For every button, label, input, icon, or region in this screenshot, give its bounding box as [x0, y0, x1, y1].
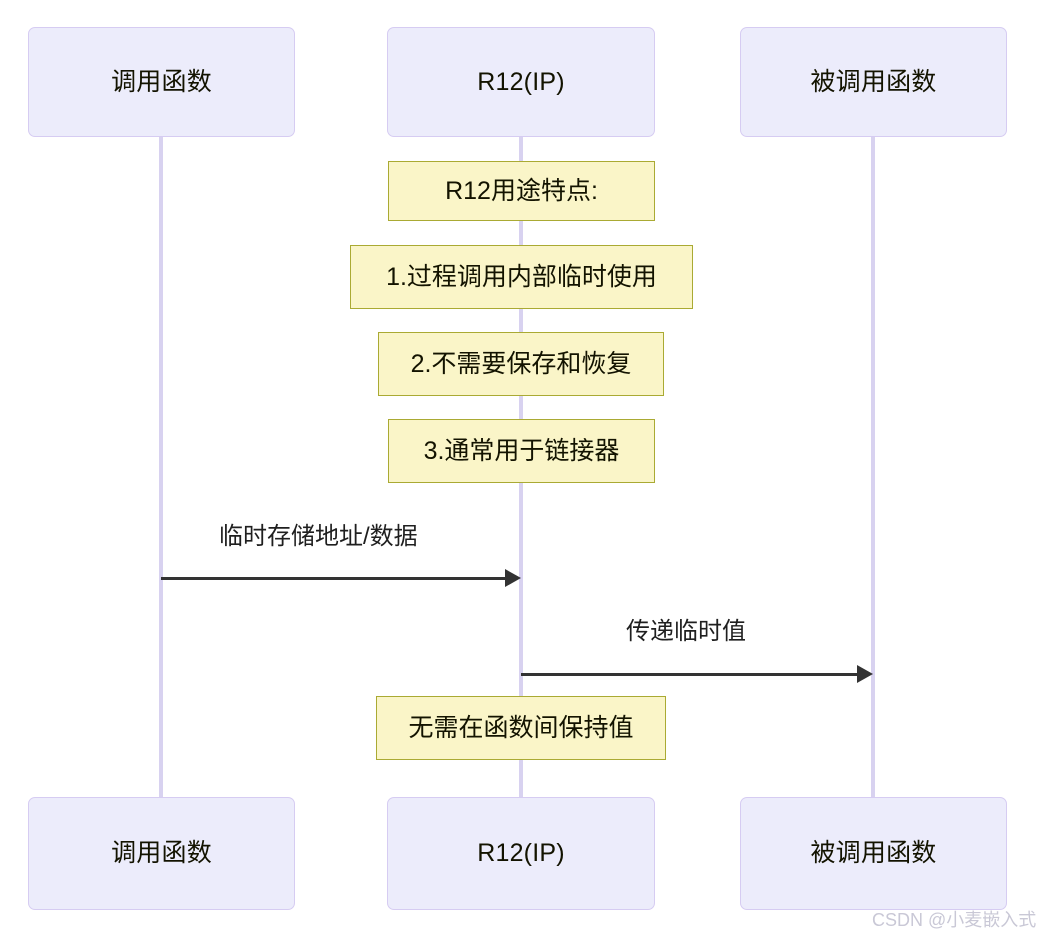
participant-label: 调用函数: [111, 67, 212, 96]
note-r12-point-1[interactable]: 1.过程调用内部临时使用: [350, 245, 693, 309]
note-r12-point-2[interactable]: 2.不需要保存和恢复: [378, 332, 664, 396]
participant-label: R12(IP): [477, 839, 565, 867]
note-label: 1.过程调用内部临时使用: [386, 262, 657, 291]
message-arrowhead-temp-store: [505, 569, 521, 587]
participant-label: 被调用函数: [810, 67, 937, 96]
message-label-pass-temp-value: 传递临时值: [626, 618, 746, 645]
participant-box-r12-bottom[interactable]: R12(IP): [387, 797, 655, 910]
participant-label: 调用函数: [111, 839, 212, 867]
participant-box-callee-top[interactable]: 被调用函数: [740, 27, 1007, 137]
participant-box-callee-bottom[interactable]: 被调用函数: [740, 797, 1007, 910]
participant-label: 被调用函数: [810, 839, 937, 867]
participant-box-r12-top[interactable]: R12(IP): [387, 27, 655, 137]
lifeline-callee: [871, 137, 875, 798]
note-r12-purpose-title[interactable]: R12用途特点:: [388, 161, 655, 221]
note-label: 2.不需要保存和恢复: [410, 349, 632, 378]
note-label: R12用途特点:: [445, 176, 598, 205]
message-line-pass-temp-value: [521, 673, 858, 676]
note-label: 无需在函数间保持值: [408, 713, 634, 742]
participant-box-caller-bottom[interactable]: 调用函数: [28, 797, 295, 910]
participant-box-caller-top[interactable]: 调用函数: [28, 27, 295, 137]
message-line-temp-store: [161, 577, 507, 580]
participant-label: R12(IP): [477, 67, 565, 96]
message-arrowhead-pass-temp-value: [857, 665, 873, 683]
watermark-label: CSDN @小麦嵌入式: [872, 910, 1037, 930]
note-label: 3.通常用于链接器: [423, 436, 620, 465]
lifeline-caller: [159, 137, 163, 798]
note-r12-point-3[interactable]: 3.通常用于链接器: [388, 419, 655, 483]
message-label-temp-store: 临时存储地址/数据: [219, 523, 418, 550]
note-r12-no-persist[interactable]: 无需在函数间保持值: [376, 696, 666, 760]
